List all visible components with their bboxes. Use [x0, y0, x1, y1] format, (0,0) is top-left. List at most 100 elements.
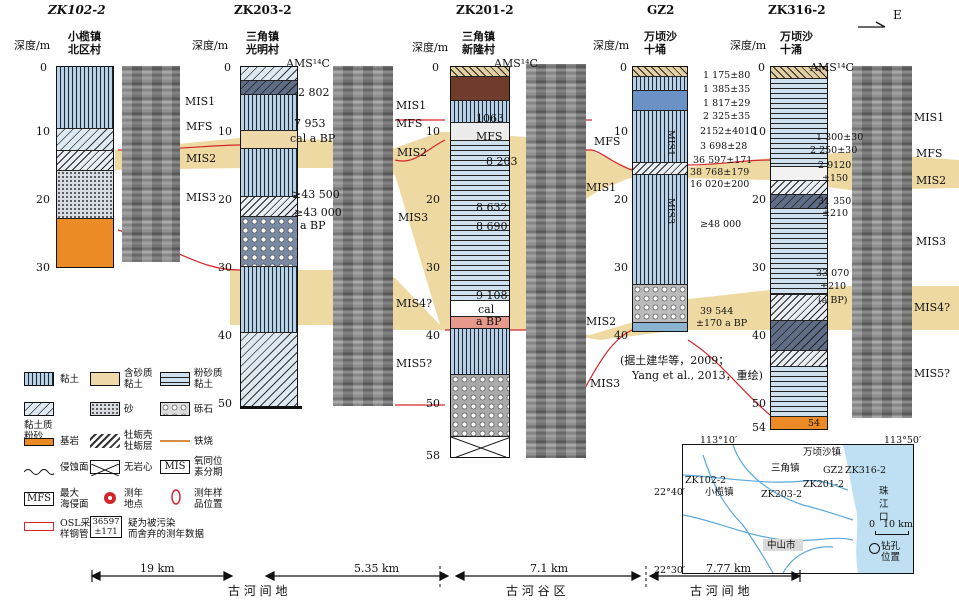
age-label: 8 690: [476, 220, 508, 233]
layer-oyster: [241, 81, 297, 95]
tick-label: 20: [36, 193, 50, 206]
map-place-label: ZK201-2: [803, 479, 845, 490]
depth-axis-zk203: 0 10 20 30 40 50: [218, 62, 232, 412]
age-label: 39 544: [700, 306, 734, 317]
age-label: ≥43 500: [292, 188, 340, 201]
age-label: 8 632: [476, 201, 508, 214]
layer-sandy-clay: [241, 131, 297, 149]
layer-base: [633, 323, 687, 331]
citation-line-2: Yang et al., 2013，重绘): [632, 369, 763, 382]
core-photo-zk201: [526, 64, 586, 458]
layer-red-sand: [451, 317, 509, 329]
core-id-zk102: ZK102-2: [48, 3, 106, 17]
layer-clay: [451, 101, 509, 123]
amsc-label: AMS¹⁴C: [810, 61, 854, 74]
age-label: cal a BP: [290, 132, 336, 145]
legend-swatch-iron: [160, 440, 190, 442]
map-lat-label: 22°40′: [654, 487, 686, 498]
core-photo-zk316: [852, 66, 912, 418]
core-id-gz2: GZ2: [647, 3, 675, 17]
map-place-label: ZK102-2: [685, 475, 727, 486]
tick-label: 20: [218, 193, 232, 206]
citation-line-1: (据土建华等，2009；: [620, 354, 730, 367]
lithology-column-zk316: [770, 66, 828, 430]
tick-label: 0: [758, 61, 765, 74]
depth-label-2: 深度/m: [192, 39, 229, 52]
amsc-label: AMS¹⁴C: [494, 57, 538, 70]
tick-label: 0: [224, 61, 231, 74]
legend-swatch-clayey-silt: [24, 402, 54, 416]
legend-swatch-clay: [24, 372, 54, 386]
age-label: (a BP): [818, 295, 848, 306]
map-lon-label: 113°10′: [700, 435, 738, 446]
place-gz2: 万顷沙 十埇: [644, 30, 677, 56]
depth-label-3: 深度/m: [412, 41, 449, 54]
place-zk203: 三角镇 光明村: [246, 30, 279, 56]
map-lat-label: 22°30′: [654, 565, 686, 576]
layer-bedrock: [771, 417, 827, 429]
layer-silt: [771, 295, 827, 321]
core-id-zk201: ZK201-2: [456, 3, 514, 17]
legend-label: 含砂质 黏土: [124, 368, 153, 390]
age-label: ±150: [822, 173, 849, 184]
map-scale-label: 10 km: [883, 519, 913, 530]
age-label: 3 698±28: [700, 141, 748, 152]
legend-label: 测年样 品位置: [194, 488, 223, 510]
tick-label: 10: [36, 125, 50, 138]
layer-clay: [633, 111, 687, 163]
tick-label: 0: [40, 61, 47, 74]
legend-label: 黏土: [60, 374, 80, 385]
lithology-column-zk102: [56, 66, 114, 268]
tick-label: 54: [752, 421, 766, 434]
distance-bar: [90, 566, 802, 590]
age-label: 1 385±35: [703, 84, 751, 95]
age-label: 16 020±200: [690, 179, 750, 190]
depth-axis-zk102: 0 10 20 30: [36, 61, 52, 274]
layer-bedrock: [57, 219, 113, 267]
tick-label: 20: [614, 193, 628, 206]
amsc-label: AMS¹⁴C: [286, 57, 330, 70]
depth-axis-gz2: 0 10 20 30 40: [614, 62, 630, 352]
map-place-label: 万顷沙镇: [803, 447, 842, 458]
age-label: 1 175±80: [703, 70, 751, 81]
mis-label: MIS2: [916, 174, 947, 187]
tick-label: 10: [218, 125, 232, 138]
distance-label: 7.77 km: [706, 562, 752, 575]
core-photo-zk102: [122, 66, 180, 262]
layer-silty-clay: [771, 367, 827, 417]
layer-silt: [241, 67, 297, 81]
layer-clay: [633, 77, 687, 91]
legend-swatch-rejected: 36597 ±171: [90, 516, 122, 538]
layer-blue: [633, 91, 687, 111]
layer-clayey-silt: [771, 181, 827, 195]
sample-position-icon: [168, 488, 184, 510]
distance-label: 5.35 km: [354, 562, 400, 575]
map-place-label: 中山市: [767, 540, 796, 551]
core-id-zk203: ZK203-2: [234, 3, 292, 17]
age-label: 2 325±35: [703, 111, 751, 122]
map-scale-label: 0: [869, 519, 876, 530]
place-zk102: 小榄镇 北区村: [68, 30, 101, 56]
age-label: MFS: [476, 130, 503, 143]
place-zk201: 三角镇 新隆村: [462, 30, 495, 56]
dating-site-icon: [102, 490, 118, 510]
mis-label: MFS: [916, 147, 943, 160]
layer-silty-clay: [771, 209, 827, 295]
map-rivers: [683, 445, 913, 573]
layer-silt: [633, 163, 687, 175]
layer-silty-clay: [451, 141, 509, 301]
layer-mud: [451, 77, 509, 101]
legend-label: 基岩: [60, 436, 80, 447]
legend-label: 砂: [124, 404, 134, 415]
tick-label: 10: [614, 125, 628, 138]
layer-silt: [771, 351, 827, 367]
age-label: 31 350: [818, 196, 852, 207]
age-label: 2 802: [298, 86, 330, 99]
lithology-column-zk203: [240, 66, 298, 408]
mis-label: MIS1: [185, 95, 216, 108]
depth-label-4: 深度/m: [593, 39, 630, 52]
tick-label: 0: [620, 61, 627, 74]
lithology-column-gz2: [632, 66, 688, 332]
distance-label: 7.1 km: [530, 562, 569, 575]
layer-white: [451, 301, 509, 317]
